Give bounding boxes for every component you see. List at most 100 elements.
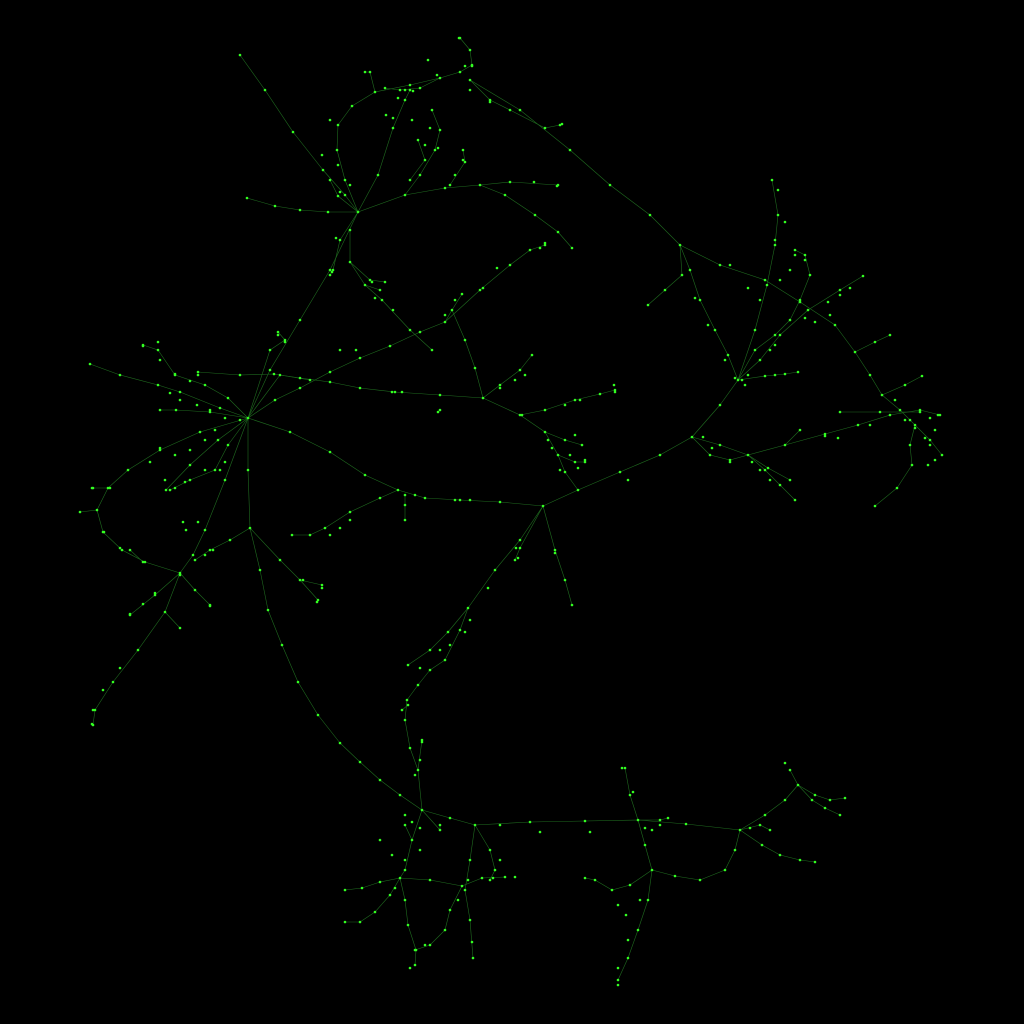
graph-node [288,430,292,434]
graph-node [403,868,407,872]
graph-node [334,236,338,240]
graph-node [343,920,347,924]
graph-node [646,303,650,307]
graph-node [563,578,567,582]
graph-node [556,230,560,234]
graph-node [195,403,199,407]
graph-node [433,148,437,152]
graph-node [378,288,382,292]
graph-node [448,183,452,187]
graph-node [903,383,907,387]
graph-node [698,878,702,882]
graph-node [458,628,462,632]
graph-node [443,658,447,662]
graph-node [523,373,527,377]
graph-node [272,372,276,376]
graph-node [410,118,414,122]
graph-node [713,328,717,332]
graph-node [338,190,342,194]
graph-node [838,410,842,414]
graph-node [518,413,522,417]
graph-node [223,478,227,482]
graph-node [280,643,284,647]
graph-node [298,318,302,322]
graph-node [873,340,877,344]
graph-edge [404,824,413,841]
graph-node [453,173,457,177]
graph-node [573,460,577,464]
graph-node [273,204,277,208]
graph-node [468,498,472,502]
graph-node [438,408,442,412]
graph-node [838,813,842,817]
graph-node [420,738,424,742]
graph-node [328,268,332,272]
graph-node [878,410,882,414]
graph-node [481,396,485,400]
graph-node [503,193,507,197]
graph-node [396,96,400,100]
graph-node [403,193,407,197]
graph-node [111,680,115,684]
graph-edge [249,527,319,601]
graph-node [868,373,872,377]
graph-node [612,383,616,387]
graph-node [208,408,212,412]
graph-node [706,323,710,327]
graph-node [458,498,462,502]
graph-node [460,292,464,296]
graph-node [301,578,305,582]
graph-node [418,330,422,334]
graph-edge [651,829,741,881]
graph-node [616,983,620,987]
graph-node [403,823,407,827]
graph-node [403,813,407,817]
graph-node [223,460,227,464]
graph-node [354,348,358,352]
graph-node [498,858,502,862]
graph-node [158,408,162,412]
graph-node [528,820,532,824]
graph-node [568,453,572,457]
graph-node [390,390,394,394]
graph-node [428,878,432,882]
graph-node [416,138,420,142]
graph-node [588,830,592,834]
graph-node [196,373,200,377]
graph-node [266,608,270,612]
graph-node [626,478,630,482]
graph-node [173,486,177,490]
graph-node [408,746,412,750]
graph-node [181,520,185,524]
graph-node [408,178,412,182]
graph-node [518,368,522,372]
graph-node [563,403,567,407]
graph-node [163,478,167,482]
graph-edge [159,409,249,419]
graph-node [336,123,340,127]
graph-node [408,328,412,332]
graph-node [188,448,192,452]
graph-node [438,823,442,827]
graph-node [436,410,440,414]
graph-node [723,868,727,872]
graph-edge [364,284,381,291]
graph-node [448,908,452,912]
graph-node [466,606,470,610]
graph-node [208,548,212,552]
graph-node [798,858,802,862]
graph-node [718,403,722,407]
graph-node [156,383,160,387]
graph-node [518,538,522,542]
graph-node [880,393,884,397]
graph-node [343,178,347,182]
graph-node [403,98,407,102]
graph-node [648,213,652,217]
graph-node [828,798,832,802]
graph-node [208,410,212,414]
graph-node [753,348,757,352]
graph-edge [737,249,811,381]
graph-node [723,358,727,362]
graph-node [184,528,188,532]
